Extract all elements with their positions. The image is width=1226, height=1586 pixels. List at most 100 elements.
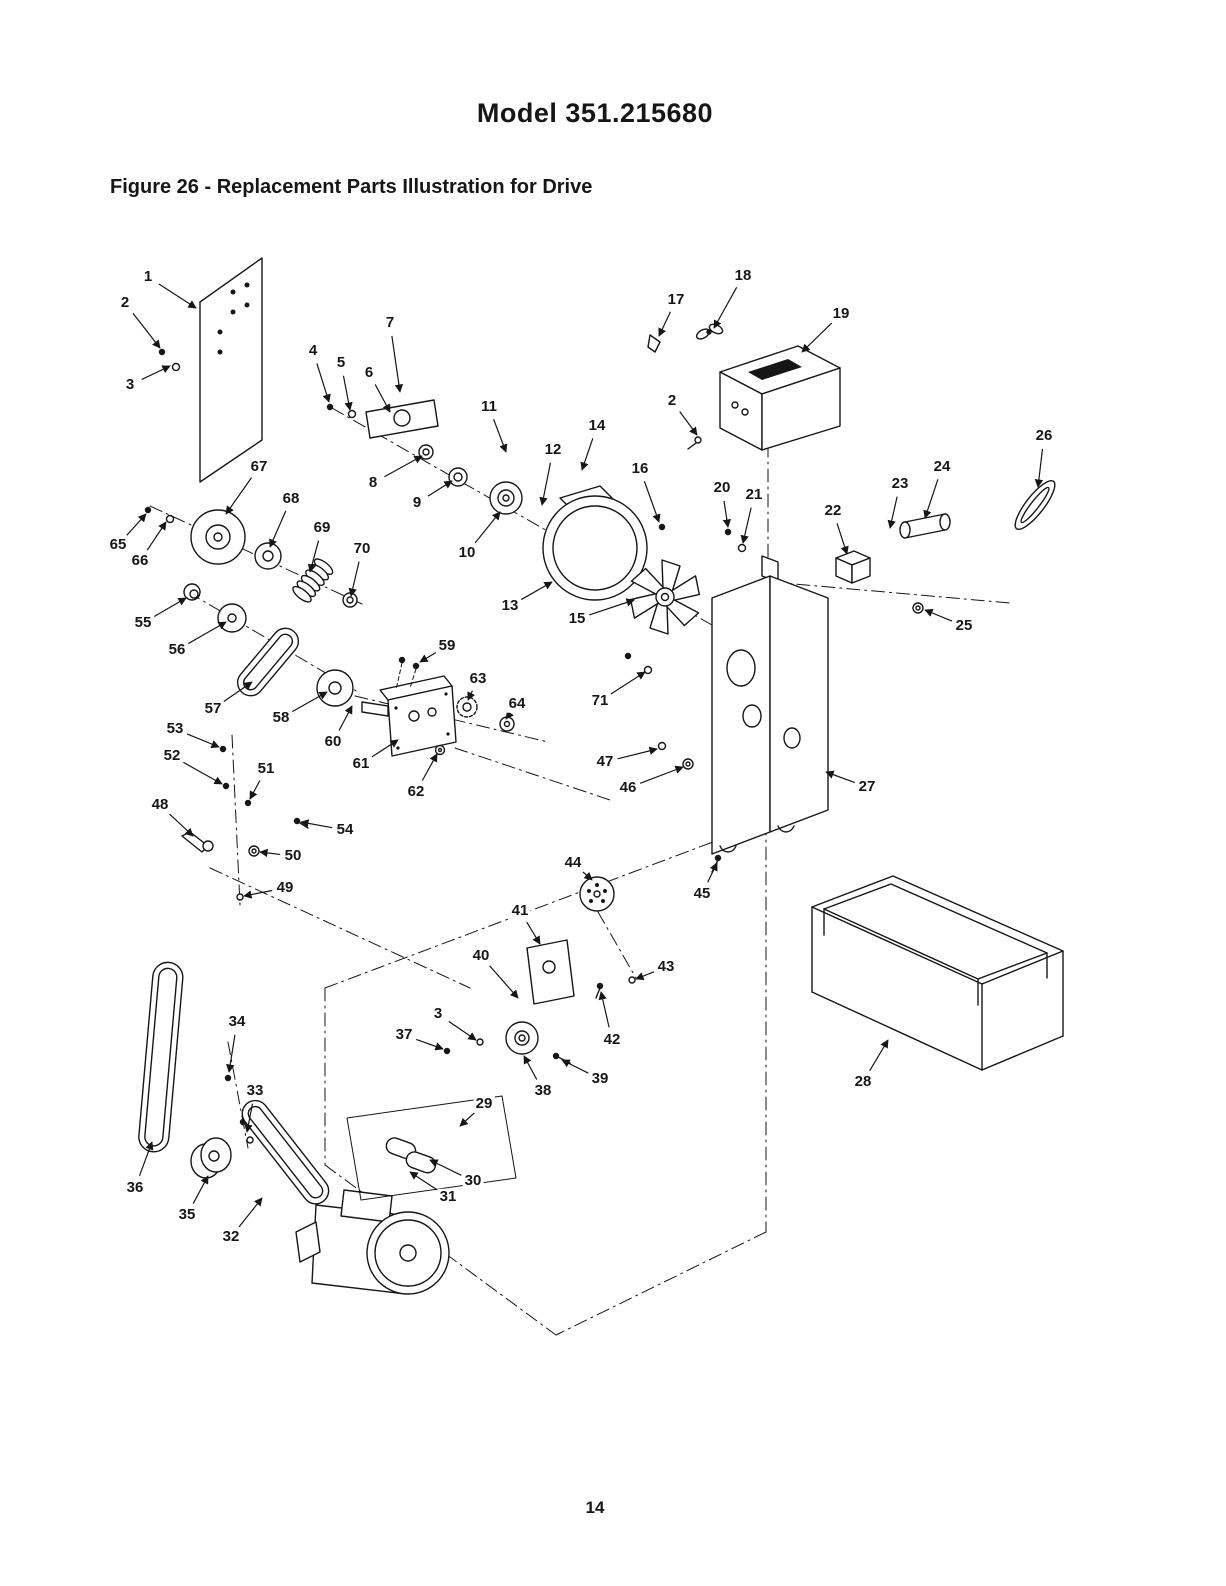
part-label-60: 60 (322, 732, 344, 751)
switch-clip (647, 334, 661, 353)
part-label-39: 39 (589, 1069, 611, 1088)
part-label-3: 3 (123, 375, 137, 394)
part-label-45: 45 (691, 884, 713, 903)
part-label-70: 70 (351, 539, 373, 558)
part-label-55: 55 (132, 613, 154, 632)
part-label-2: 2 (118, 293, 132, 312)
part-label-22: 22 (822, 501, 844, 520)
part-label-31: 31 (437, 1187, 459, 1206)
part-label-7: 7 (383, 313, 397, 332)
part-label-57: 57 (202, 699, 224, 718)
spacer-block (835, 550, 871, 584)
part-label-12: 12 (542, 440, 564, 459)
part-label-32: 32 (220, 1227, 242, 1246)
gear-belt (236, 627, 300, 697)
part-label-56: 56 (166, 640, 188, 659)
part-label-65: 65 (107, 535, 129, 554)
model-title: Model 351.215680 (476, 98, 714, 128)
part-label-62: 62 (405, 782, 427, 801)
part-label-46: 46 (617, 778, 639, 797)
part-label-63: 63 (467, 669, 489, 688)
part-label-18: 18 (732, 266, 754, 285)
part-label-33: 33 (244, 1081, 266, 1100)
part-label-8: 8 (366, 473, 380, 492)
part-label-58: 58 (270, 708, 292, 727)
part-label-61: 61 (350, 754, 372, 773)
part-label-2: 2 (665, 391, 679, 410)
part-label-50: 50 (282, 846, 304, 865)
part-label-35: 35 (176, 1205, 198, 1224)
part-label-27: 27 (856, 777, 878, 796)
part-label-40: 40 (470, 946, 492, 965)
part-label-21: 21 (743, 485, 765, 504)
index-disc (579, 876, 615, 912)
part-label-34: 34 (226, 1012, 248, 1031)
fan (629, 559, 701, 635)
part-label-13: 13 (499, 596, 521, 615)
part-label-14: 14 (586, 416, 608, 435)
handle-grip (1014, 480, 1056, 530)
switch-key-small (687, 436, 702, 450)
motor (295, 1189, 450, 1295)
frame-bracket (711, 555, 829, 855)
switch-box (719, 345, 841, 451)
part-label-11: 11 (479, 397, 499, 416)
part-label-43: 43 (655, 957, 677, 976)
figure-title: Figure 26 - Replacement Parts Illustrati… (110, 176, 593, 198)
part-label-53: 53 (164, 719, 186, 738)
page-number: 14 (585, 1498, 605, 1517)
blade-housing (542, 485, 648, 601)
part-label-17: 17 (665, 290, 687, 309)
part-label-38: 38 (532, 1081, 554, 1100)
part-label-69: 69 (311, 518, 333, 537)
part-label-4: 4 (306, 341, 320, 360)
part-label-5: 5 (334, 353, 348, 372)
part-label-6: 6 (362, 363, 376, 382)
part-label-10: 10 (456, 543, 478, 562)
part-label-54: 54 (334, 820, 356, 839)
part-label-19: 19 (830, 304, 852, 323)
part-label-47: 47 (594, 752, 616, 771)
part-label-15: 15 (566, 609, 588, 628)
part-label-41: 41 (509, 901, 531, 920)
part-label-26: 26 (1033, 426, 1055, 445)
drive-pulley (190, 509, 246, 565)
part-label-9: 9 (410, 493, 424, 512)
part-label-29: 29 (473, 1094, 495, 1113)
part-label-51: 51 (255, 759, 277, 778)
upper-pulley (489, 481, 523, 515)
part-label-49: 49 (274, 878, 296, 897)
small-pulley (505, 1021, 539, 1055)
part-label-44: 44 (562, 853, 584, 872)
part-label-24: 24 (931, 457, 953, 476)
strain-relief (899, 513, 951, 539)
part-label-52: 52 (161, 746, 183, 765)
gearbox (361, 675, 457, 757)
lock-lever (181, 831, 214, 853)
part-label-20: 20 (711, 478, 733, 497)
back-panel (199, 257, 263, 483)
part-label-3: 3 (431, 1004, 445, 1023)
part-label-23: 23 (889, 474, 911, 493)
part-label-25: 25 (953, 616, 975, 635)
sawdust-box (811, 875, 1064, 1071)
part-label-59: 59 (436, 636, 458, 655)
part-label-42: 42 (601, 1030, 623, 1049)
part-label-68: 68 (280, 489, 302, 508)
part-label-48: 48 (149, 795, 171, 814)
part-label-71: 71 (589, 691, 611, 710)
part-label-67: 67 (248, 457, 270, 476)
part-label-1: 1 (141, 267, 155, 286)
capacitor-plate (346, 1095, 517, 1201)
part-label-37: 37 (393, 1025, 415, 1044)
part-label-64: 64 (506, 694, 528, 713)
part-label-30: 30 (462, 1171, 484, 1190)
part-label-66: 66 (129, 551, 151, 570)
motor-belt (241, 1099, 330, 1205)
part-label-36: 36 (124, 1178, 146, 1197)
part-label-16: 16 (629, 459, 651, 478)
